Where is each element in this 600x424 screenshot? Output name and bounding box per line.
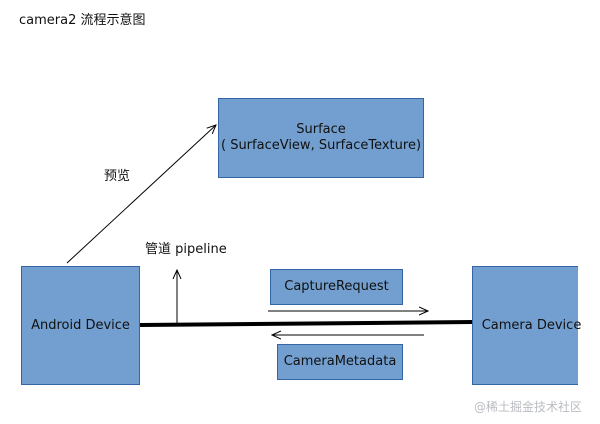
camera-metadata-node: CameraMetadata — [277, 344, 403, 380]
surface-subtitle: ( SurfaceView, SurfaceTexture) — [220, 138, 422, 153]
preview-label: 预览 — [104, 169, 131, 184]
surface-node: Surface ( SurfaceView, SurfaceTexture) — [218, 98, 424, 178]
diagram-title: camera2 流程示意图 — [19, 13, 146, 28]
preview-arrow — [66, 125, 216, 264]
watermark: @稀土掘金技术社区 — [474, 400, 583, 414]
capture-request-node: CaptureRequest — [270, 269, 403, 305]
camera-device-label: Camera Device — [481, 317, 582, 333]
android-device-label: Android Device — [31, 317, 130, 333]
capture-request-label: CaptureRequest — [284, 279, 389, 294]
pipeline-line — [139, 320, 474, 327]
camera-device-node: Camera Device — [472, 266, 581, 385]
android-device-node: Android Device — [21, 266, 140, 385]
surface-title: Surface — [296, 122, 346, 137]
pipeline-label: 管道 pipeline — [145, 242, 227, 257]
camera-metadata-label: CameraMetadata — [283, 354, 397, 369]
